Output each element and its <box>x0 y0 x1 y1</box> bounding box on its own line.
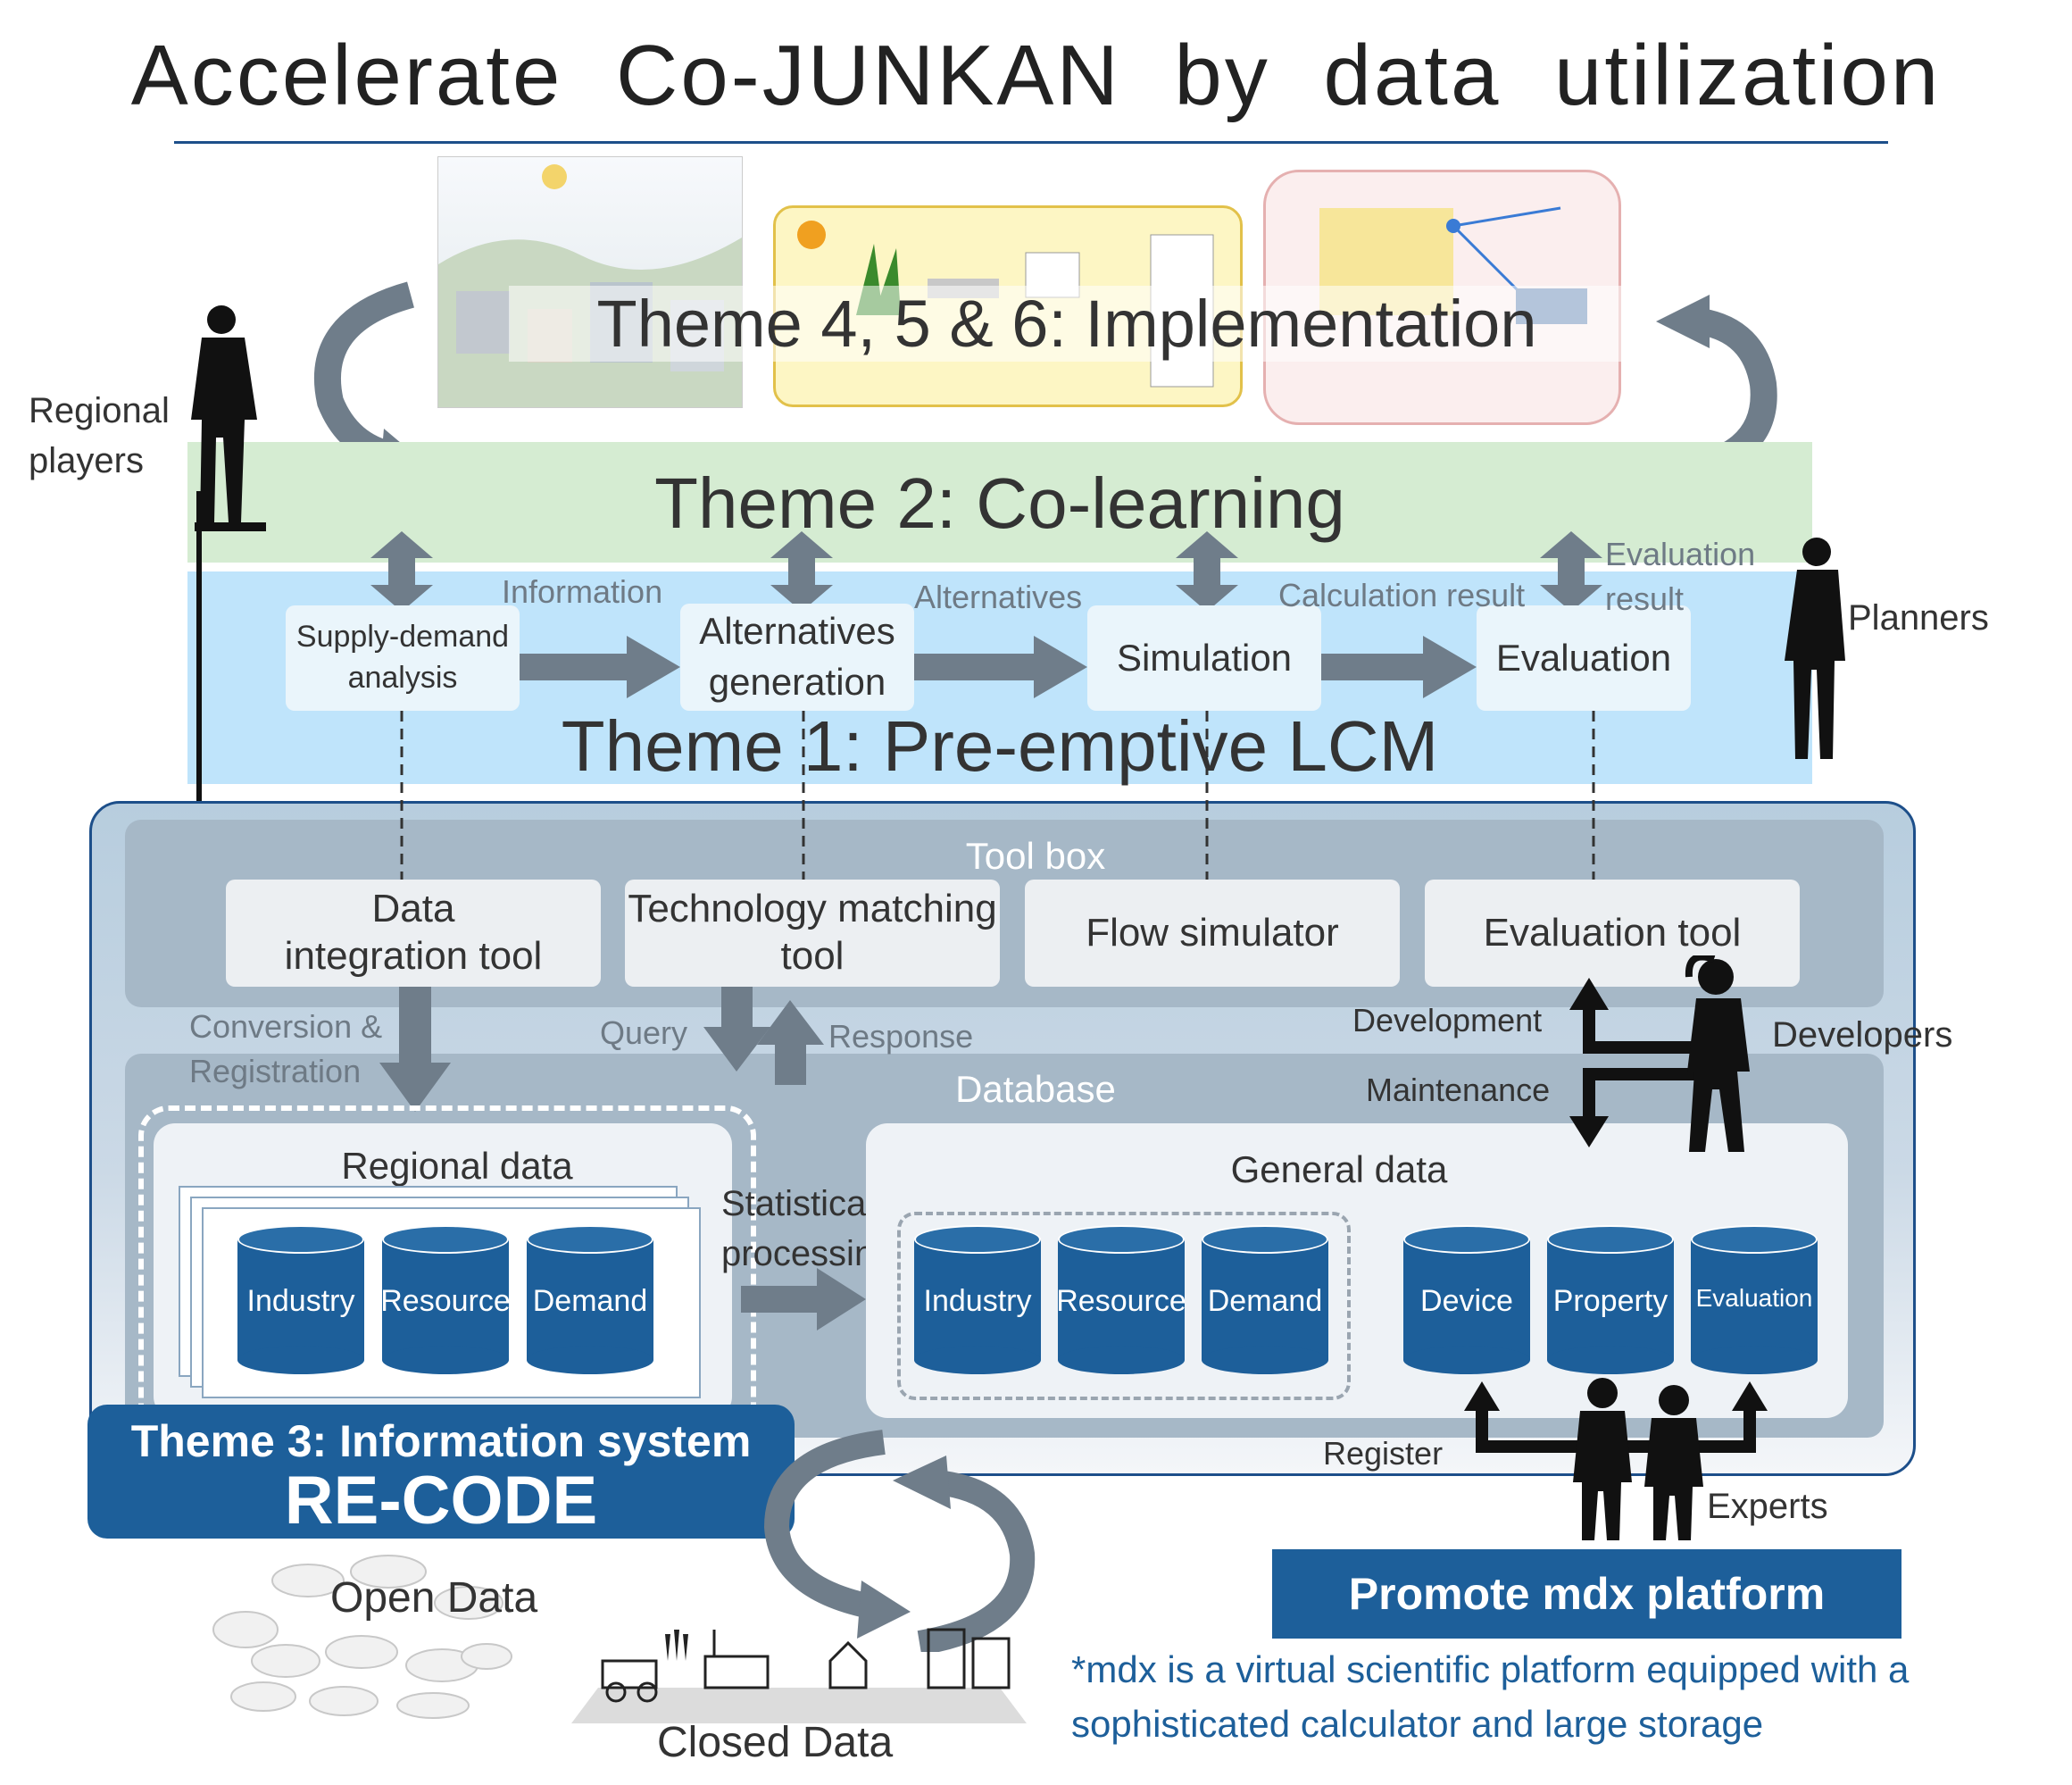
actor-regional-players: Regional players <box>29 391 170 480</box>
step-alternatives: Alternatives generation <box>680 604 914 711</box>
regional-demand-db: Demand <box>527 1225 653 1374</box>
db-label: Industry <box>246 1284 355 1318</box>
query-label: Query <box>600 1014 688 1051</box>
dashed-connector-3 <box>1205 711 1209 880</box>
db-label: Device <box>1420 1284 1513 1318</box>
tool-label: Technology matching tool <box>628 887 997 978</box>
dashed-connector-2 <box>802 711 805 880</box>
data-cycle-arrows <box>763 1430 1036 1652</box>
actor-experts: Experts <box>1707 1487 1828 1526</box>
double-arrow-3 <box>1176 531 1238 612</box>
property-db: Property <box>1547 1225 1674 1374</box>
city-icon <box>438 164 742 407</box>
development-maintenance-arrows <box>1569 978 1716 1147</box>
flow-arrow-1 <box>520 636 680 698</box>
db-label: Industry <box>923 1284 1032 1318</box>
general-data-dashed-frame <box>897 1212 1351 1400</box>
conversion-arrow <box>379 987 451 1112</box>
tool-label: Flow simulator <box>1086 910 1339 955</box>
regional-resource-db: Resource <box>380 1225 511 1374</box>
step-label: Alternatives generation <box>699 610 895 703</box>
dashed-connector-1 <box>400 711 404 880</box>
db-label: Property <box>1552 1284 1668 1318</box>
db-label: Demand <box>1207 1284 1323 1318</box>
closed-data-scene <box>571 1628 1027 1723</box>
lcm-theme-label: Theme 1: Pre-emptive LCM <box>561 706 1439 786</box>
evaluation-db: Evaluation <box>1691 1225 1818 1374</box>
flow-arrow-3 <box>1321 636 1477 698</box>
response-arrow <box>757 1000 824 1085</box>
step-label: Evaluation <box>1495 637 1672 679</box>
regional-data-label: Regional data <box>341 1145 573 1187</box>
tool-data-integration[interactable]: Data integration tool <box>226 880 601 987</box>
double-arrow-2 <box>770 531 833 612</box>
flow-label-alternatives: Alternatives <box>914 579 1083 615</box>
general-industry-db: Industry <box>914 1225 1041 1374</box>
step-evaluation: Evaluation <box>1477 605 1691 711</box>
double-arrow-4 <box>1540 531 1602 612</box>
dashed-connector-4 <box>1592 711 1595 880</box>
double-arrow-1 <box>370 531 433 612</box>
open-data-label: Open Data <box>330 1574 538 1622</box>
developer-icon <box>1685 955 1750 1152</box>
step-label: Simulation <box>1116 637 1293 679</box>
closed-data-label: Closed Data <box>657 1719 894 1766</box>
regional-player-icon <box>191 305 266 531</box>
response-label: Response <box>828 1018 974 1055</box>
statistical-arrow <box>741 1268 866 1330</box>
tool-label: Evaluation tool <box>1483 910 1742 955</box>
db-label: Resource <box>380 1284 511 1318</box>
toolbox-label: Tool box <box>965 835 1106 877</box>
conversion-label: Conversion & Registration <box>189 1008 383 1090</box>
tool-technology-matching[interactable]: Technology matching tool <box>625 880 1000 987</box>
step-label: Supply-demand analysis <box>295 620 510 695</box>
experts-icon <box>1573 1378 1703 1540</box>
db-label: Resource <box>1056 1284 1186 1318</box>
planner-icon <box>1785 538 1845 759</box>
colearning-band <box>187 442 1812 563</box>
theme3-banner: Theme 3: Information system RE-CODE <box>87 1405 795 1539</box>
tool-label: Data integration tool <box>284 887 543 978</box>
development-label: Development <box>1352 1002 1543 1038</box>
flow-arrow-2 <box>914 636 1087 698</box>
flow-label-information: Information <box>502 573 663 610</box>
implementation-theme-label: Theme 4, 5 & 6: Implementation <box>509 286 1625 362</box>
general-demand-db: Demand <box>1202 1225 1328 1374</box>
maintenance-label: Maintenance <box>1366 1072 1551 1108</box>
query-arrow <box>703 987 770 1072</box>
tool-flow-simulator[interactable]: Flow simulator <box>1025 880 1400 987</box>
flow-label-calculation: Calculation result <box>1278 577 1526 613</box>
mdx-banner[interactable]: Promote mdx platform <box>1272 1549 1901 1639</box>
actor-developers: Developers <box>1772 1015 1953 1055</box>
city-illustration <box>437 156 743 408</box>
page-title: Accelerate Co-JUNKAN by data utilization <box>130 28 1942 123</box>
open-data-cloud <box>212 1555 512 1719</box>
actor-planners: Planners <box>1848 598 1989 638</box>
colearning-theme-label: Theme 2: Co-learning <box>654 463 1345 543</box>
regional-industry-db: Industry <box>237 1225 364 1374</box>
tool-evaluation[interactable]: Evaluation tool <box>1425 880 1800 987</box>
step-supply-demand: Supply-demand analysis <box>286 605 520 711</box>
general-data-label: General data <box>1230 1148 1448 1190</box>
theme3-title: Theme 3: Information system <box>130 1416 752 1466</box>
db-label: Evaluation <box>1695 1284 1813 1312</box>
statistical-processing-label: Statistical processing <box>721 1184 895 1273</box>
general-resource-db: Resource <box>1056 1225 1186 1374</box>
step-simulation: Simulation <box>1087 605 1321 711</box>
database-label: Database <box>955 1068 1116 1110</box>
mdx-footnote: *mdx is a virtual scientific platform eq… <box>1071 1648 1910 1745</box>
title-divider <box>174 141 1888 144</box>
db-label: Demand <box>532 1284 648 1318</box>
register-label: Register <box>1323 1435 1444 1472</box>
device-db: Device <box>1403 1225 1530 1374</box>
recode-label: RE-CODE <box>284 1463 598 1539</box>
flow-label-evaluation-result: Evaluation result <box>1605 536 1756 618</box>
